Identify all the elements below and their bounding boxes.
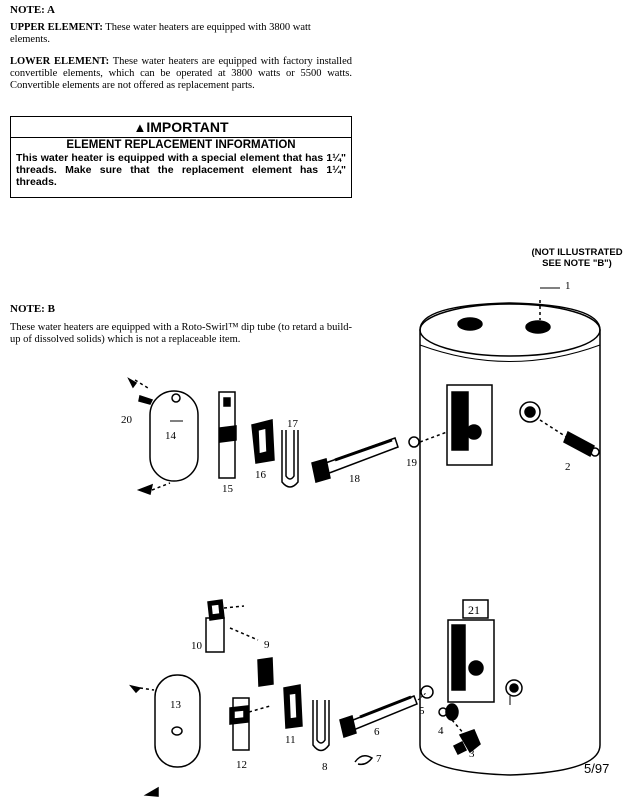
label-part-12: 12 xyxy=(236,759,247,771)
screw-part-7 xyxy=(354,755,374,766)
label-part-10: 10 xyxy=(191,640,203,652)
note-a-lower: LOWER ELEMENT: These water heaters are e… xyxy=(10,56,352,92)
note-a-upper: UPPER ELEMENT: These water heaters are e… xyxy=(10,22,352,46)
outlet-fitting xyxy=(525,320,551,334)
rating-label-21 xyxy=(462,599,489,619)
gasket-part-5 xyxy=(420,685,434,699)
important-header: ▲IMPORTANT xyxy=(11,117,351,138)
label-part-20: 20 xyxy=(121,414,133,426)
label-part-8: 8 xyxy=(322,761,328,773)
warning-triangle-icon: ▲ xyxy=(133,120,147,135)
note-b-title: NOTE: B xyxy=(10,303,55,315)
drain-valve-part-3 xyxy=(451,719,481,756)
important-header-text: IMPORTANT xyxy=(146,119,229,135)
important-box: ▲IMPORTANT ELEMENT REPLACEMENT INFORMATI… xyxy=(10,116,352,198)
date-code: 5/97 xyxy=(584,761,609,776)
upper-element-part-18 xyxy=(311,437,399,483)
lower-element-label: LOWER ELEMENT: xyxy=(10,56,110,67)
label-part-15: 15 xyxy=(222,483,234,495)
label-part-4: 4 xyxy=(438,725,444,737)
bracket-part-12 xyxy=(229,697,271,751)
tp-valve-port xyxy=(519,401,541,423)
label-part-14: 14 xyxy=(165,430,177,442)
label-part-13: 13 xyxy=(170,699,182,711)
label-part-1: 1 xyxy=(565,280,571,292)
upper-element-text: These water heaters are equipped with 38… xyxy=(10,22,311,45)
label-part-19: 19 xyxy=(406,457,418,469)
bracket-part-10 xyxy=(205,599,245,653)
lower-access-cover-part-13 xyxy=(154,674,201,768)
inlet-fitting xyxy=(457,317,483,331)
leader-part-9 xyxy=(229,627,259,641)
important-subheader: ELEMENT REPLACEMENT INFORMATION xyxy=(66,139,296,151)
upper-access-panel xyxy=(446,384,493,466)
label-part-11: 11 xyxy=(285,734,296,746)
label-part-17: 17 xyxy=(287,418,299,430)
not-illustrated-line1: (NOT ILLUSTRATED xyxy=(531,247,623,258)
lower-element-part-6 xyxy=(339,695,418,738)
thermostat-part-16 xyxy=(251,419,275,464)
thermostat-small xyxy=(257,657,274,687)
clip-part-8 xyxy=(312,700,330,752)
water-heater-tank xyxy=(419,300,601,776)
label-part-3: 3 xyxy=(469,748,475,760)
label-part-6: 6 xyxy=(374,726,380,738)
upper-element-label: UPPER ELEMENT: xyxy=(10,22,103,33)
gasket-part-19 xyxy=(408,436,420,448)
not-illustrated-note: (NOT ILLUSTRATED SEE NOTE "B") xyxy=(519,247,635,269)
note-b-text: These water heaters are equipped with a … xyxy=(10,322,352,345)
thermostat-part-11 xyxy=(283,684,303,729)
label-part-5: 5 xyxy=(419,705,425,717)
label-part-21: 21 xyxy=(468,603,480,617)
label-part-16: 16 xyxy=(255,469,267,481)
drain-port xyxy=(505,679,523,697)
lower-access-panel xyxy=(447,619,495,703)
not-illustrated-line2: SEE NOTE "B") xyxy=(542,258,612,269)
screw-part-20 xyxy=(138,395,154,405)
label-part-18: 18 xyxy=(349,473,361,485)
lower-element-text: These water heaters are equipped with fa… xyxy=(10,56,352,91)
label-part-7: 7 xyxy=(376,753,382,765)
label-part-9: 9 xyxy=(264,639,270,651)
clip-part-17 xyxy=(281,430,299,488)
upper-access-cover-part-14 xyxy=(149,390,199,482)
relief-valve-part-2 xyxy=(539,419,600,458)
note-a-title: NOTE: A xyxy=(10,4,55,16)
bracket-part-15 xyxy=(218,391,237,479)
label-part-2: 2 xyxy=(565,461,571,473)
bushing-part-4 xyxy=(438,707,448,717)
important-body: This water heater is equipped with a spe… xyxy=(16,152,346,188)
